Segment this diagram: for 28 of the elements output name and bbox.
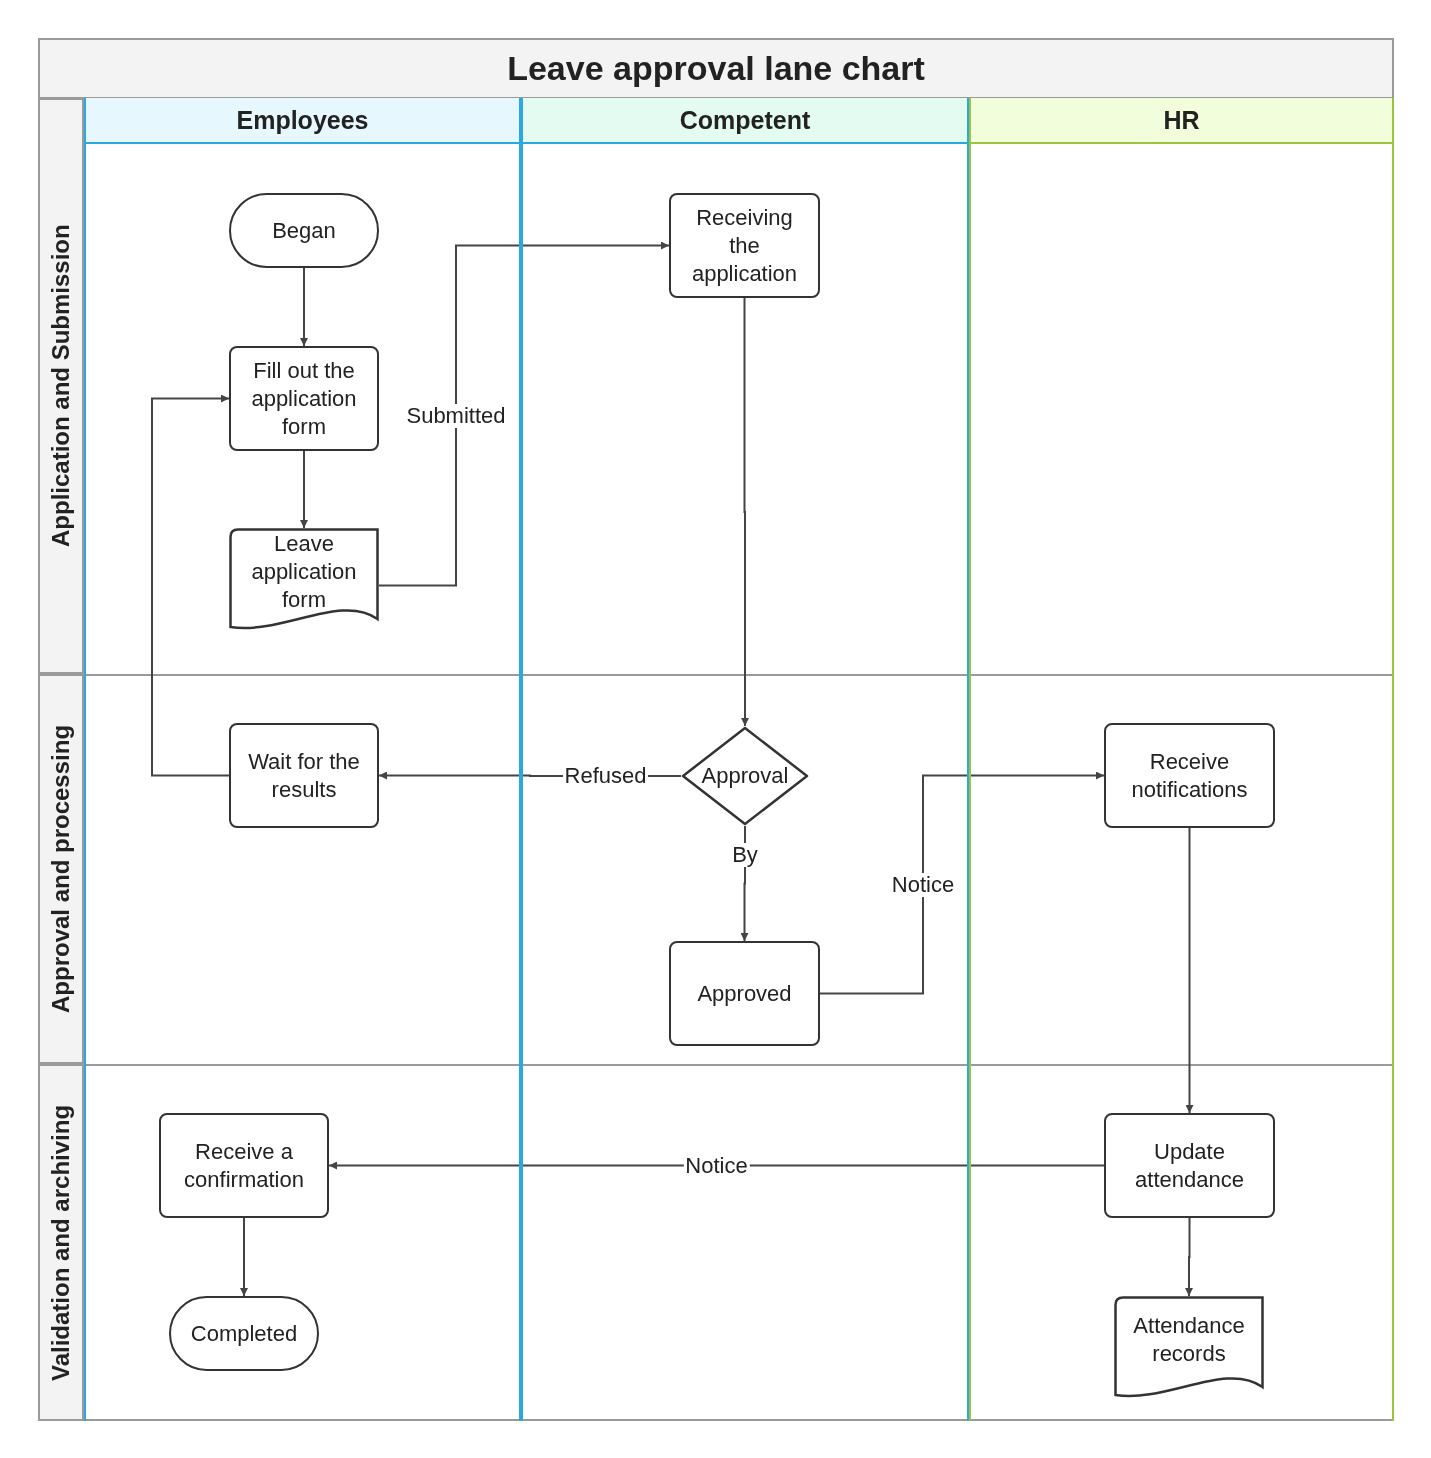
arrow — [1185, 827, 1194, 1114]
process-box: Wait for the results — [229, 723, 379, 828]
lane-header: Competent — [521, 98, 969, 144]
terminal-box: Began — [229, 193, 379, 268]
process-box: Approved — [669, 941, 820, 1046]
arrow — [1185, 1217, 1193, 1297]
arrow — [328, 1161, 1105, 1170]
process-box: Receive notifications — [1104, 723, 1275, 828]
arrow — [300, 267, 308, 347]
process-box: Receiving the application — [669, 193, 820, 298]
arrow — [819, 771, 1105, 995]
lane-header: Approval and processing — [38, 674, 84, 1064]
terminal-box: Completed — [169, 1296, 319, 1371]
arrow — [240, 1217, 248, 1297]
edge-label: Submitted — [404, 403, 508, 428]
arrow — [151, 394, 230, 777]
process-box: Receive a confirmation — [159, 1113, 329, 1218]
title: Leave approval lane chart — [38, 38, 1394, 99]
process-box: Fill out the application form — [229, 346, 379, 451]
lane-header: Validation and archiving — [38, 1064, 84, 1421]
lane-header: HR — [969, 98, 1394, 144]
lane-header: Employees — [84, 98, 521, 144]
arrow — [300, 450, 308, 529]
decision-diamond: Approval — [681, 726, 809, 826]
process-box: Update attendance — [1104, 1113, 1275, 1218]
lane-header: Application and Submission — [38, 98, 84, 674]
arrow — [741, 297, 749, 727]
arrow — [378, 241, 670, 587]
